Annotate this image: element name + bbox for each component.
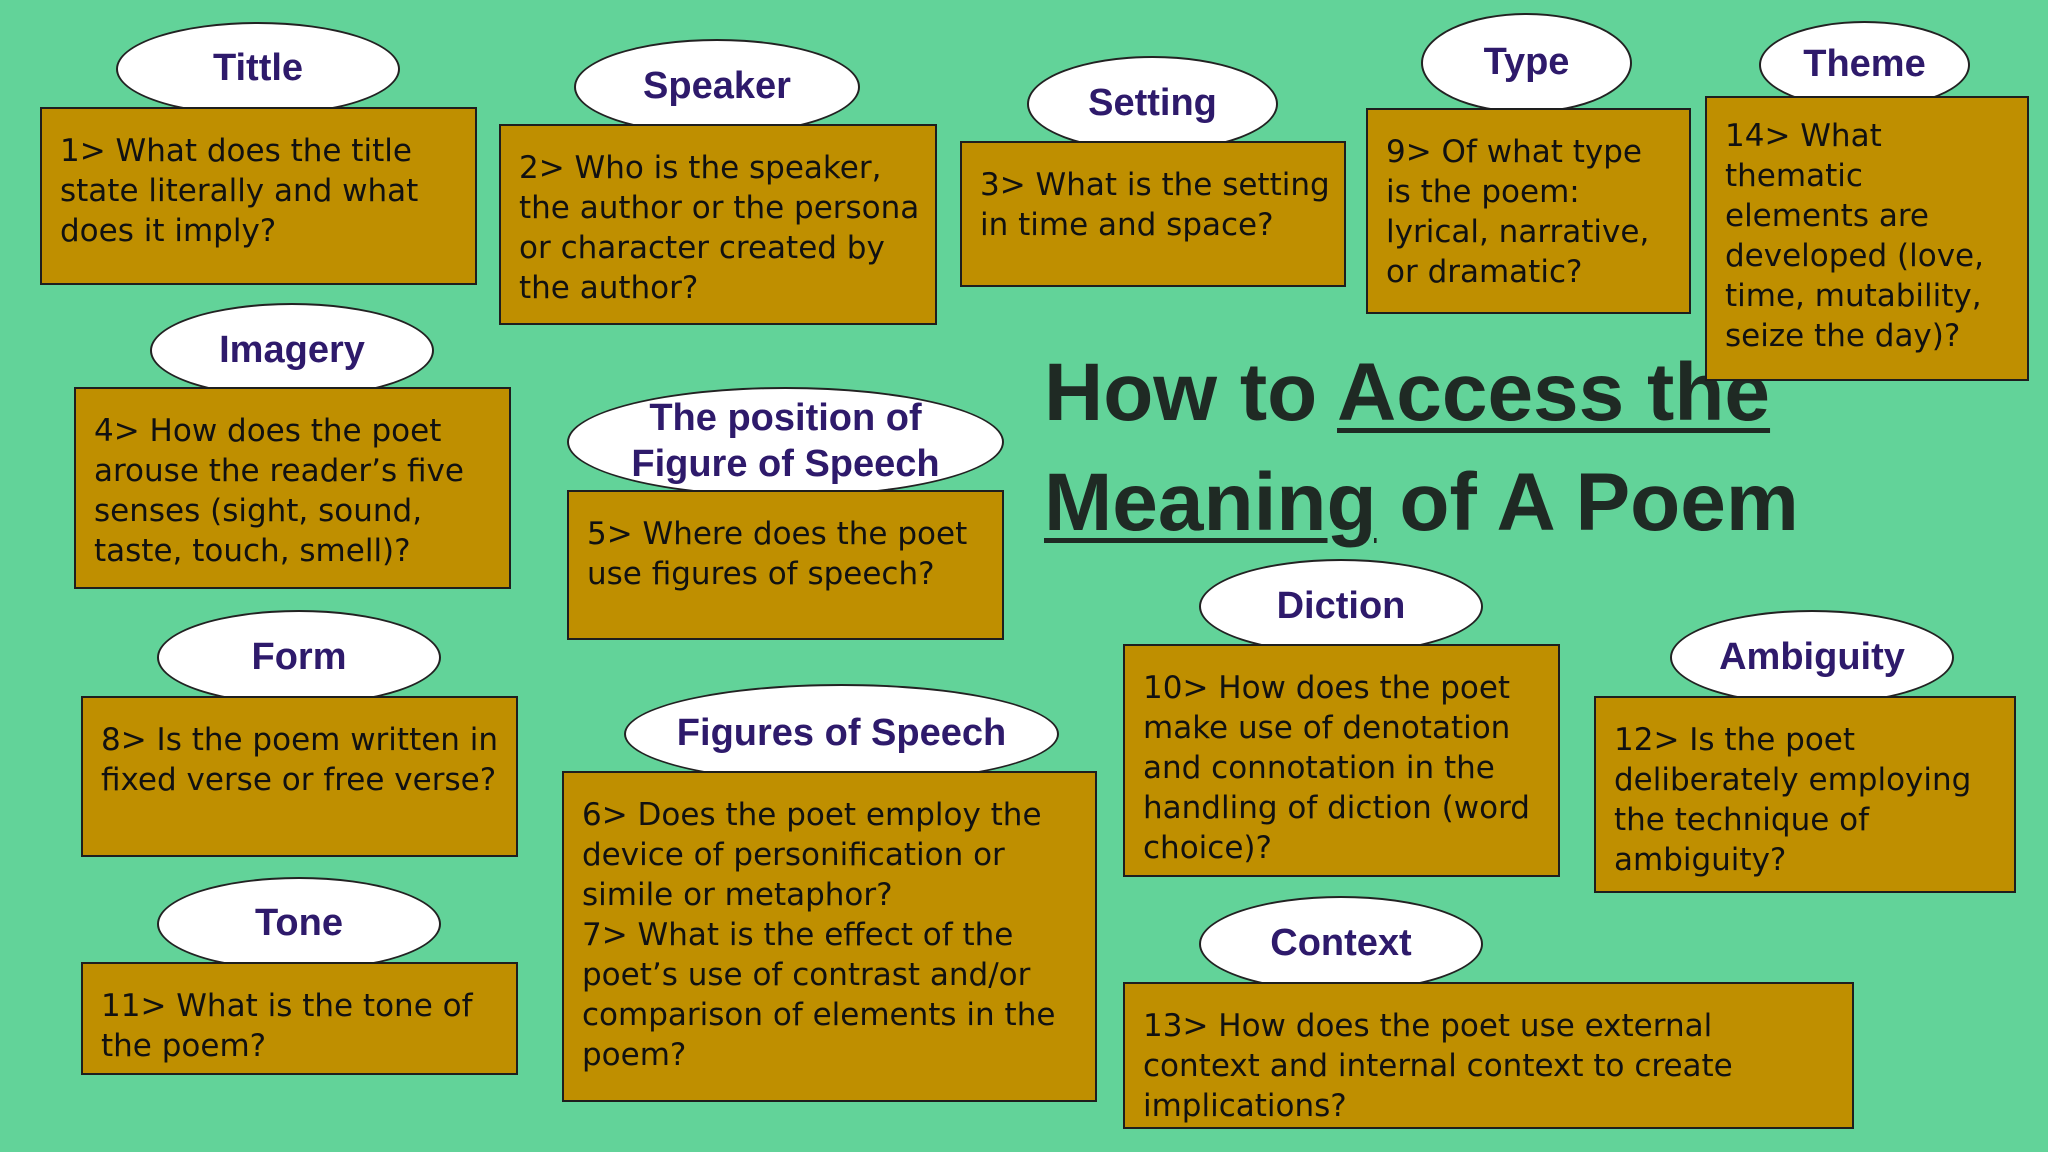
- form-question-box: 8> Is the poem written in fixed verse or…: [81, 696, 518, 857]
- context-question-box: 13> How does the poet use external conte…: [1123, 982, 1854, 1129]
- title-prefix: How to: [1044, 347, 1338, 438]
- type-label: Type: [1421, 13, 1632, 113]
- theme-question-box: 14> What thematic elements are developed…: [1705, 96, 2029, 381]
- speaker-question-box: 2> Who is the speaker, the author or the…: [499, 124, 937, 325]
- imagery-label: Imagery: [150, 303, 434, 398]
- ambiguity-label: Ambiguity: [1670, 610, 1954, 705]
- speaker-label: Speaker: [574, 39, 860, 135]
- tone-question-box: 11> What is the tone of the poem?: [81, 962, 518, 1075]
- type-question-box: 9> Of what type is the poem: lyrical, na…: [1366, 108, 1691, 314]
- diction-question-box: 10> How does the poet make use of denota…: [1123, 644, 1560, 877]
- title-suffix: of A Poem: [1376, 457, 1799, 548]
- tittle-question-box: 1> What does the title state literally a…: [40, 107, 477, 285]
- diction-label: Diction: [1199, 559, 1483, 654]
- form-label: Form: [157, 610, 441, 705]
- title-underlined-2: Meaning: [1044, 457, 1377, 548]
- figures-of-speech-label: Figures of Speech: [624, 684, 1059, 784]
- page-title: How to Access the Meaning of A Poem: [1044, 338, 1799, 558]
- title-underlined-1: Access the: [1337, 347, 1771, 438]
- theme-label: Theme: [1759, 21, 1970, 109]
- setting-question-box: 3> What is the setting in time and space…: [960, 141, 1346, 287]
- context-label: Context: [1199, 896, 1483, 992]
- setting-label: Setting: [1027, 56, 1278, 152]
- ambiguity-question-box: 12> Is the poet deliberately employing t…: [1594, 696, 2016, 893]
- position-question-box: 5> Where does the poet use figures of sp…: [567, 490, 1004, 640]
- tittle-label: Tittle: [116, 22, 400, 116]
- figures-question-box: 6> Does the poet employ the device of pe…: [562, 771, 1097, 1102]
- imagery-question-box: 4> How does the poet arouse the reader’s…: [74, 387, 511, 589]
- position-of-figure-of-speech-label: The position of Figure of Speech: [567, 387, 1004, 497]
- tone-label: Tone: [157, 877, 441, 971]
